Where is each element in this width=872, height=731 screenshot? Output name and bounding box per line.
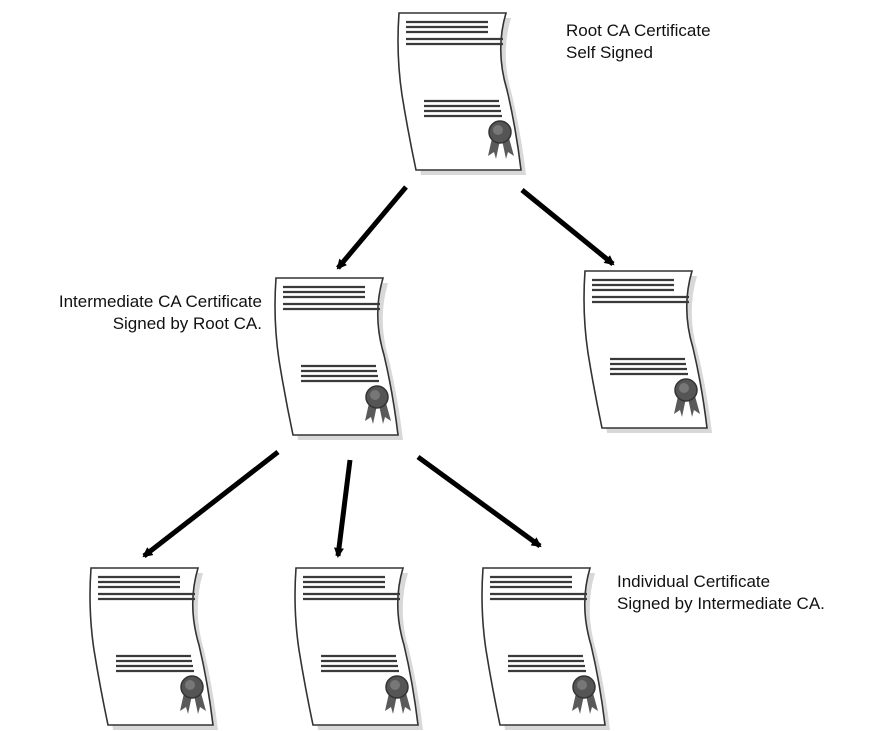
root-ca-caption-line1: Root CA Certificate — [566, 21, 711, 40]
individual-cert-caption-line2: Signed by Intermediate CA. — [617, 594, 825, 613]
ribbon-right — [502, 138, 514, 159]
root-ca-certificate — [397, 12, 526, 175]
intermediate-ca-certificate — [274, 277, 403, 440]
seal-highlight — [577, 680, 587, 690]
arrow-root-to-right-leaf — [520, 188, 615, 266]
seal-icon — [674, 378, 700, 417]
ribbon-right — [399, 693, 411, 714]
arrow-intermediate-to-individual-3 — [416, 454, 542, 549]
ribbon-right — [586, 693, 598, 714]
seal-highlight — [185, 680, 195, 690]
individual-certificate-2 — [294, 567, 423, 730]
individual-cert-caption: Individual Certificate Signed by Interme… — [617, 571, 825, 615]
root-ca-caption-line2: Self Signed — [566, 43, 653, 62]
seal-icon — [365, 385, 391, 424]
seal-icon — [180, 675, 206, 714]
intermediate-ca-caption-line1: Intermediate CA Certificate — [58, 292, 262, 311]
individual-certificate-3 — [481, 567, 610, 730]
ribbon-right — [379, 403, 391, 424]
seal-highlight — [493, 125, 503, 135]
seal-highlight — [390, 680, 400, 690]
arrow-intermediate-to-individual-2 — [334, 459, 353, 558]
individual-certificate-1 — [89, 567, 218, 730]
intermediate-ca-caption-line2: Signed by Root CA. — [112, 314, 262, 333]
seal-icon — [385, 675, 411, 714]
root-ca-caption: Root CA Certificate Self Signed — [566, 20, 711, 64]
seal-highlight — [370, 390, 380, 400]
ribbon-right — [194, 693, 206, 714]
intermediate-ca-caption: Intermediate CA Certificate Signed by Ro… — [59, 291, 262, 335]
ribbon-right — [688, 396, 700, 417]
individual-cert-caption-line1: Individual Certificate — [617, 572, 771, 591]
seal-highlight — [679, 383, 689, 393]
arrow-intermediate-to-individual-1 — [142, 450, 280, 558]
arrow-root-to-intermediate — [336, 185, 408, 270]
seal-icon — [488, 120, 514, 159]
seal-icon — [572, 675, 598, 714]
leaf-certificate-right — [583, 270, 712, 433]
